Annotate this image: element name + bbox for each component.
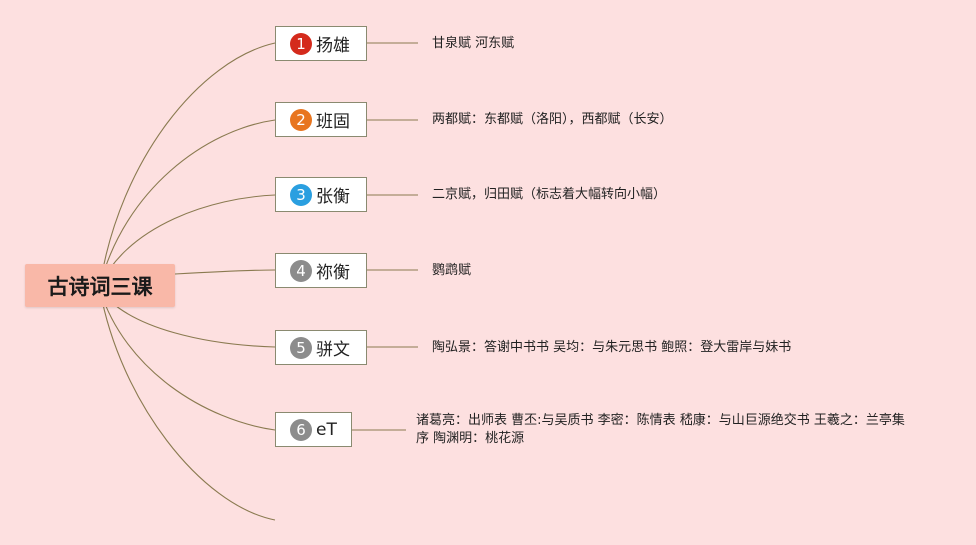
topic-node-5[interactable]: 5 骈文 <box>275 330 367 365</box>
number-badge-icon: 5 <box>290 336 312 359</box>
branch-connector-6 <box>99 289 276 431</box>
number-badge-icon: 3 <box>290 183 312 206</box>
topic-label: 扬雄 <box>316 36 350 56</box>
subtopic-text-6[interactable]: 诸葛亮：出师表 曹丕:与吴质书 李密：陈情表 嵇康：与山巨源绝交书 王羲之：兰亭… <box>416 413 905 446</box>
topic-label: 班固 <box>316 112 350 132</box>
topic-label: 骈文 <box>316 340 350 360</box>
topic-label: eT <box>316 419 337 440</box>
branch-connector-2 <box>99 119 276 286</box>
branch-connector-7 <box>99 289 276 521</box>
subtopic-text-4[interactable]: 鹦鹉赋 <box>432 263 472 278</box>
topic-label: 张衡 <box>316 187 350 207</box>
topic-node-4[interactable]: 4 祢衡 <box>275 253 367 288</box>
topic-node-6[interactable]: 6 eT <box>275 412 352 447</box>
central-topic-label: 古诗词三课 <box>47 274 153 299</box>
topic-node-3[interactable]: 3 张衡 <box>275 177 367 212</box>
subtopic-text-5[interactable]: 陶弘景：答谢中书书 吴均：与朱元思书 鲍照：登大雷岸与妹书 <box>432 340 792 355</box>
number-badge-icon: 4 <box>290 259 312 282</box>
subtopic-text-3[interactable]: 二京赋，归田赋（标志着大幅转向小幅） <box>432 187 667 202</box>
branch-connector-1 <box>99 42 276 286</box>
number-badge-icon: 6 <box>290 418 312 441</box>
number-badge-icon: 1 <box>290 32 312 55</box>
topic-label: 祢衡 <box>316 263 350 283</box>
topic-node-2[interactable]: 2 班固 <box>275 102 367 137</box>
subtopic-text-1[interactable]: 甘泉赋 河东赋 <box>432 36 515 51</box>
number-badge-icon: 2 <box>290 108 312 131</box>
central-topic[interactable]: 古诗词三课 <box>25 264 175 307</box>
branch-connector-4 <box>174 269 276 275</box>
topic-node-1[interactable]: 1 扬雄 <box>275 26 367 61</box>
subtopic-text-2[interactable]: 两都赋：东都赋（洛阳），西都赋（长安） <box>432 112 673 127</box>
